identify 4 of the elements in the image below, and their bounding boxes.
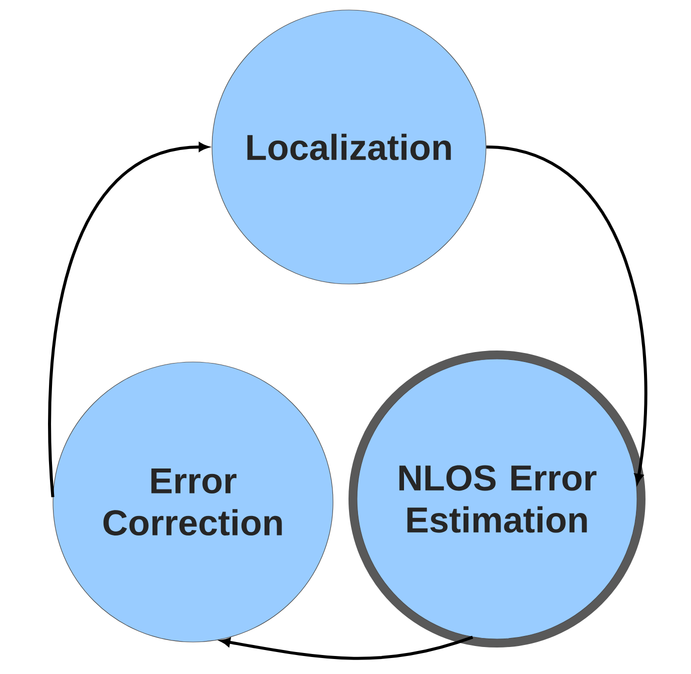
- circle-node: Error Correction: [52, 362, 334, 642]
- circle-node: NLOS Error Estimation: [356, 358, 638, 640]
- arrow: [48, 142, 208, 498]
- circle-node: Localization: [212, 10, 486, 284]
